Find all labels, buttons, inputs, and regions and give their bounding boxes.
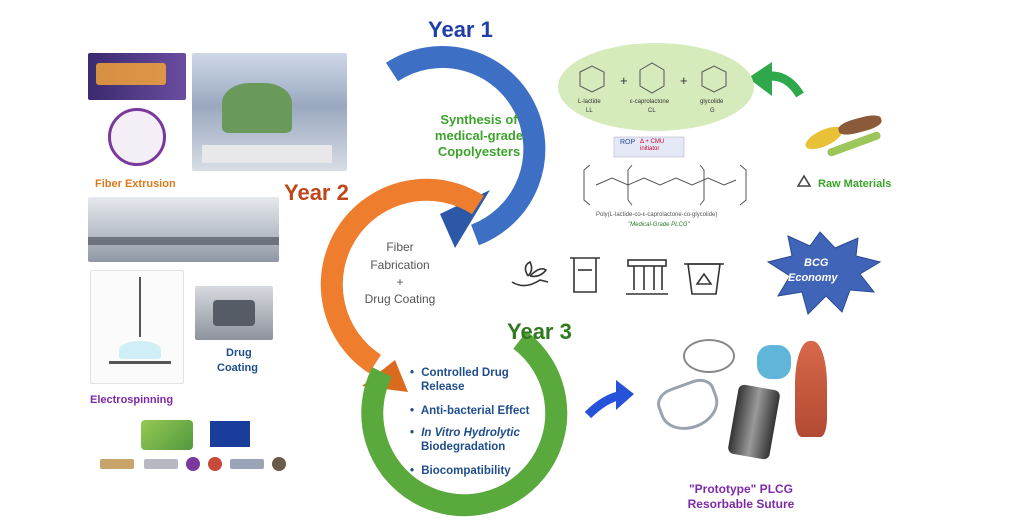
year3-title: Year 3 bbox=[507, 319, 572, 344]
drug-coating-photo bbox=[195, 286, 273, 340]
bcg-star bbox=[766, 231, 882, 315]
raw-materials-image bbox=[798, 110, 886, 162]
year2-text-line4: Drug Coating bbox=[364, 292, 436, 306]
polymer-name: Poly(L-lactide-co-ε-caprolactone-co-glyc… bbox=[596, 212, 718, 218]
reaction-conditions: Δ + CMU initiator bbox=[640, 139, 665, 152]
year2-text-line2: Fabrication bbox=[370, 258, 430, 272]
year3-bullet-3: In Vitro Hydrolytic Biodegradation bbox=[410, 426, 520, 454]
prototype-arrowhead bbox=[616, 380, 634, 410]
prototype-image bbox=[645, 335, 845, 475]
drug-coating-label-2: Coating bbox=[217, 362, 258, 374]
svg-text:+: + bbox=[680, 73, 688, 88]
university-seal bbox=[108, 108, 166, 166]
test-tubes-icon bbox=[626, 259, 668, 295]
year1-title: Year 1 bbox=[428, 17, 493, 42]
year1-text-line2: medical-grade bbox=[434, 128, 524, 143]
beaker-icon bbox=[570, 257, 600, 293]
raw-materials-label: Raw Materials bbox=[818, 178, 892, 190]
reaction-box bbox=[613, 136, 685, 158]
polymer-structure bbox=[583, 164, 747, 206]
year1-text-line1: Synthesis of bbox=[440, 112, 518, 127]
fiber-extrusion-label: Fiber Extrusion bbox=[95, 178, 176, 190]
polymer-grade: "Medical-Grade PLCG" bbox=[628, 222, 690, 228]
logo-banner bbox=[88, 53, 186, 100]
monomer-names: L-lactide LL ε-caprolactone CL glycolide… bbox=[578, 99, 724, 114]
svg-text:+: + bbox=[620, 73, 628, 88]
year3-bullet-1: Controlled Drug Release bbox=[410, 366, 509, 394]
drug-coating-label-1: Drug bbox=[226, 347, 252, 359]
recycle-icon bbox=[796, 174, 812, 187]
year3-bullet-4: Biocompatibility bbox=[410, 464, 510, 478]
electrospinning-schematic bbox=[90, 270, 184, 384]
medpol-logo bbox=[141, 420, 193, 450]
year2-text-line3: + bbox=[396, 275, 404, 289]
year2-title: Year 2 bbox=[284, 180, 349, 205]
year3-bullet-2: Anti-bacterial Effect bbox=[410, 404, 530, 418]
prototype-label-line2: Resorbable Suture bbox=[687, 497, 795, 511]
monomer-panel: + + bbox=[558, 43, 754, 131]
year3-arc bbox=[361, 331, 568, 517]
year1-text-line3: Copolyesters bbox=[437, 144, 521, 159]
eco-icons bbox=[511, 257, 724, 295]
bcg-label-line1: BCG bbox=[804, 257, 829, 269]
plant-hand-icon bbox=[511, 260, 549, 287]
eu-flag-logo bbox=[210, 421, 250, 447]
year2-text-line1: Fiber bbox=[386, 240, 414, 254]
lab-photo-shelf bbox=[192, 53, 347, 171]
electrospinning-label: Electrospinning bbox=[90, 394, 174, 406]
prototype-label-line1: "Prototype" PLCG bbox=[688, 482, 794, 496]
recycle-bin-icon bbox=[684, 263, 724, 295]
partner-logos-row bbox=[100, 457, 290, 471]
bcg-label-line2: Economy bbox=[788, 272, 838, 284]
extrusion-lab-photo bbox=[88, 197, 279, 262]
reaction-label: ROP bbox=[620, 139, 636, 146]
raw-materials-arrowhead bbox=[748, 62, 772, 96]
